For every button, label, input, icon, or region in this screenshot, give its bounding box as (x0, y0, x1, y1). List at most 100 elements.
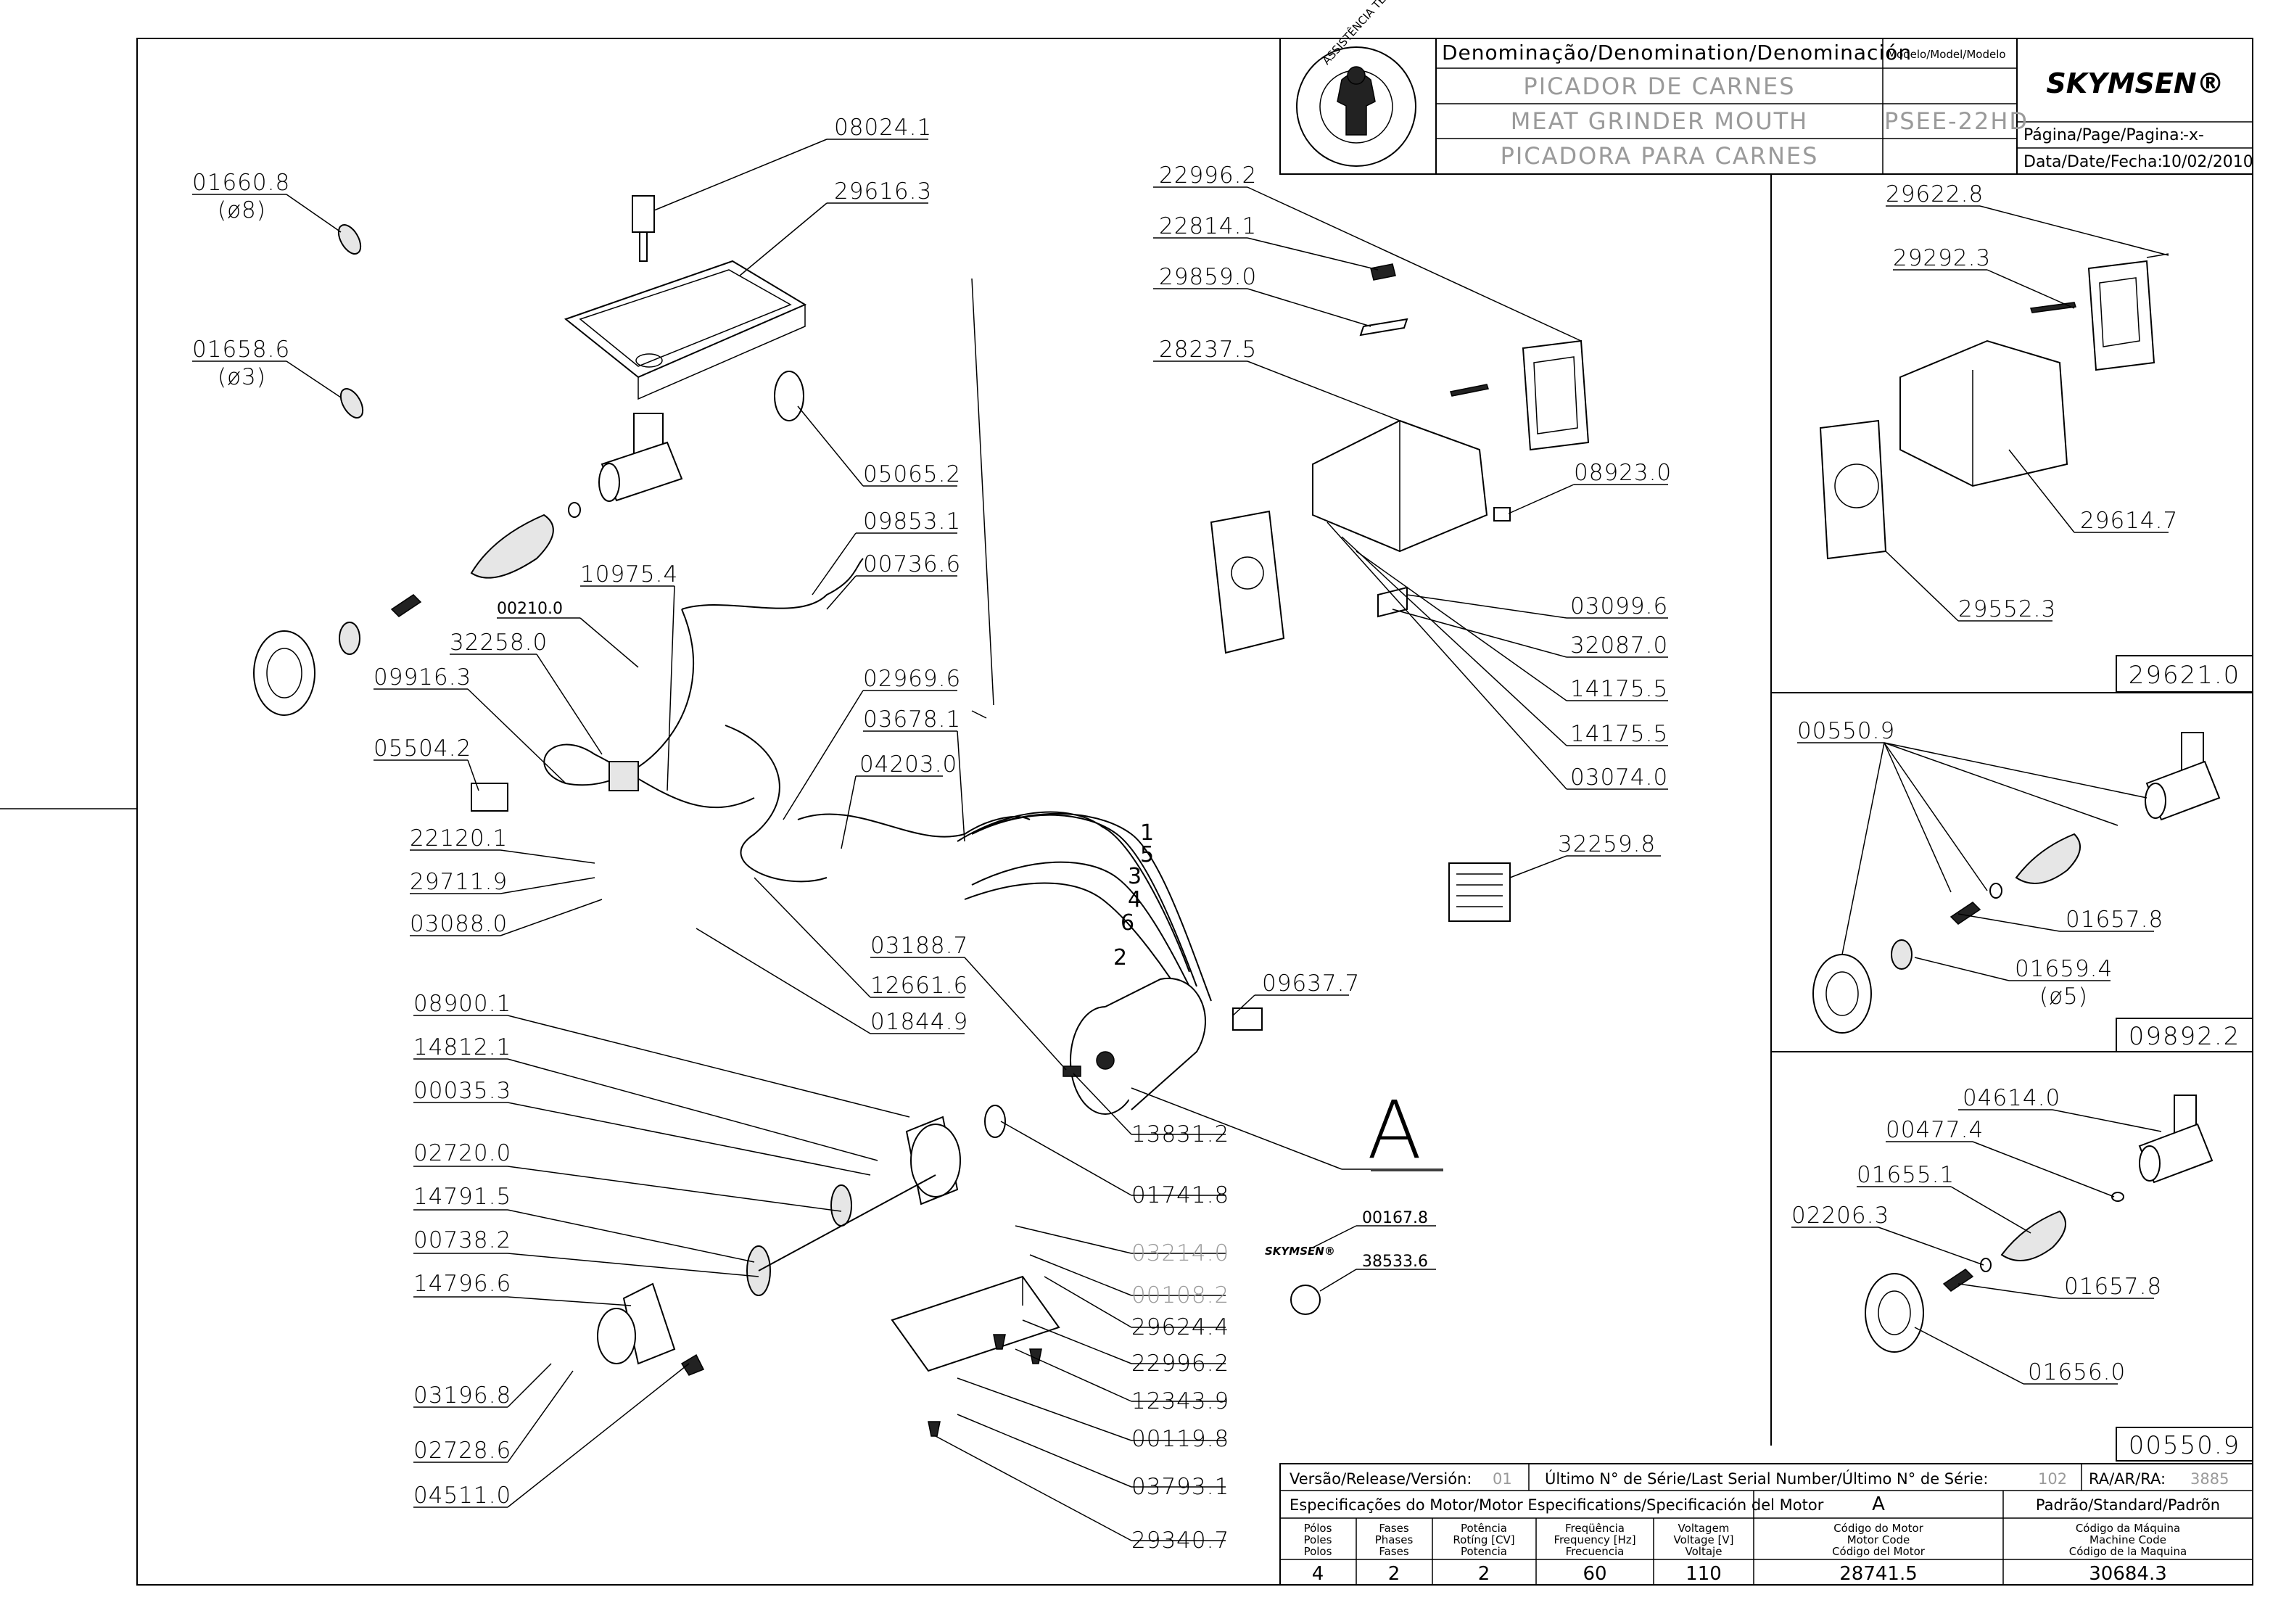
col-poles-h2: Poles (1304, 1533, 1332, 1546)
part-32258-0: 32258.0 (450, 630, 548, 656)
part-01656-0: 01656.0 (2028, 1359, 2126, 1385)
part-29859-0: 29859.0 (1159, 264, 1257, 290)
part-01658-6: 01658.6 (192, 337, 290, 363)
part-03099-6: 03099.6 (1570, 593, 1668, 619)
part-00108-2: 00108.2 (1131, 1282, 1229, 1308)
part-12661-6: 12661.6 (870, 973, 968, 999)
part-14175-5-a: 14175.5 (1570, 676, 1668, 702)
part-29614-7: 29614.7 (2080, 508, 2178, 534)
col-poles-h1: Pólos (1304, 1522, 1332, 1535)
part-12343-9: 12343.9 (1131, 1388, 1229, 1414)
part-14791-5: 14791.5 (413, 1184, 511, 1210)
part-00477-4: 00477.4 (1886, 1117, 1984, 1143)
part-29292-3: 29292.3 (1893, 245, 1991, 271)
part-01660-8: 01660.8 (192, 170, 290, 196)
col-motor-code-h3: Código del Motor (1832, 1545, 1926, 1558)
part-03678-1: 03678.1 (863, 706, 961, 733)
model-value: PSEE-22HD (1884, 107, 2029, 135)
part-00119-8: 00119.8 (1131, 1426, 1229, 1452)
part-03074-0: 03074.0 (1570, 764, 1668, 791)
part-04614-0: 04614.0 (1963, 1085, 2060, 1111)
col-phases-h3: Fases (1379, 1545, 1408, 1558)
part-09637-7: 09637.7 (1262, 970, 1360, 997)
ra-label: RA/AR/RA: (2089, 1470, 2166, 1488)
date-label: Data/Date/Fecha: (2023, 153, 2163, 171)
wire-4: 4 (1128, 887, 1142, 912)
part-10975-4: 10975.4 (580, 561, 678, 588)
part-03214-0: 03214.0 (1131, 1240, 1229, 1266)
kit-code-29621: 29621.0 (2129, 661, 2241, 690)
part-02728-6: 02728.6 (413, 1438, 511, 1464)
brand-logo: SKYMSEN® (2046, 67, 2224, 99)
part-14796-6: 14796.6 (413, 1271, 511, 1297)
col-poles-h3: Polos (1304, 1545, 1332, 1558)
name-pt: PICADOR DE CARNES (1523, 73, 1795, 100)
authorized-service-seal: ASSISTÊNCIA TÉCNICA AUTORIZADA (1296, 0, 1462, 167)
motor-spec-code: A (1872, 1493, 1885, 1515)
ra-value: 3885 (2190, 1470, 2229, 1488)
part-00167-8: 00167.8 (1362, 1209, 1428, 1227)
part-29552-3: 29552.3 (1958, 596, 2056, 622)
motor-spec-label: Especificações do Motor/Motor Especifica… (1290, 1496, 1824, 1514)
col-phases-h1: Fases (1379, 1522, 1408, 1535)
col-motor-code-h1: Código do Motor (1833, 1522, 1923, 1535)
col-power-value: 2 (1478, 1563, 1490, 1585)
part-28237-5: 28237.5 (1159, 337, 1257, 363)
part-01659-4: 01659.4 (2015, 956, 2113, 982)
part-14812-1: 14812.1 (413, 1034, 511, 1060)
wire-6: 6 (1121, 910, 1134, 936)
seal-text: ASSISTÊNCIA TÉCNICA AUTORIZADA (1319, 0, 1462, 67)
denomination-label: Denominação/Denomination/Denominación (1442, 41, 1912, 65)
part-13831-2: 13831.2 (1131, 1121, 1229, 1147)
part-29340-7: 29340.7 (1131, 1528, 1229, 1554)
col-machine-code-h1: Código da Máquina (2076, 1522, 2180, 1535)
part-08900-1: 08900.1 (413, 991, 511, 1017)
part-08024-1: 08024.1 (834, 115, 932, 141)
part-03088-0: 03088.0 (410, 911, 508, 937)
part-01741-8: 01741.8 (1131, 1182, 1229, 1208)
col-motor-code-h2: Motor Code (1847, 1533, 1910, 1546)
col-voltage-h3: Voltaje (1686, 1545, 1722, 1558)
part-03793-1: 03793.1 (1131, 1474, 1229, 1500)
part-32259-8: 32259.8 (1558, 831, 1656, 857)
part-08923-0: 08923.0 (1574, 460, 1672, 486)
diameter-3: (ø3) (218, 364, 266, 390)
col-frequency-value: 60 (1583, 1563, 1606, 1585)
kit-code-09892: 09892.2 (2129, 1022, 2241, 1051)
part-00738-2: 00738.2 (413, 1227, 511, 1253)
part-01657-8-panel2: 01657.8 (2066, 907, 2163, 933)
col-phases-value: 2 (1388, 1563, 1400, 1585)
part-05065-2: 05065.2 (863, 461, 961, 487)
part-01657-8-panel3: 01657.8 (2064, 1274, 2162, 1300)
col-poles-value: 4 (1312, 1563, 1324, 1585)
part-32087-0: 32087.0 (1570, 632, 1668, 659)
version-value: 01 (1493, 1470, 1512, 1488)
date-value: 10/02/2010 (2161, 153, 2253, 171)
wire-1: 1 (1140, 820, 1154, 846)
kit-code-00550: 00550.9 (2129, 1431, 2241, 1460)
part-22996-2-top: 22996.2 (1159, 162, 1257, 189)
serial-value: 102 (2038, 1470, 2067, 1488)
name-en: MEAT GRINDER MOUTH (1511, 107, 1808, 135)
wire-3: 3 (1128, 864, 1142, 889)
part-29624-4: 29624.4 (1131, 1314, 1229, 1340)
part-05504-2: 05504.2 (374, 735, 471, 762)
name-es: PICADORA PARA CARNES (1501, 142, 1819, 170)
standard-label: Padrão/Standard/Padrõn (2036, 1496, 2220, 1514)
col-power-h2: Rotíng [CV] (1453, 1533, 1514, 1546)
col-frequency-h3: Frecuencia (1566, 1545, 1625, 1558)
kit-panel-00550: 04614.0 00477.4 01655.1 02206.3 01657.8 … (1791, 1085, 2253, 1462)
col-frequency-h1: Freqüência (1565, 1522, 1625, 1535)
part-09853-1: 09853.1 (863, 508, 961, 535)
wire-2: 2 (1113, 945, 1127, 970)
parts-drawing: SKYMSEN® (253, 195, 1590, 1437)
col-frequency-h2: Frequency [Hz] (1554, 1533, 1635, 1546)
leaders-main (192, 139, 1668, 1541)
kit-panel-09892: 00550.9 01657.8 01659.4 (ø5) 09892.2 (1797, 718, 2253, 1052)
model-label: Modelo/Model/Modelo (1887, 48, 2006, 61)
col-motor-code-value: 28741.5 (1839, 1563, 1918, 1585)
part-02206-3: 02206.3 (1791, 1203, 1889, 1229)
col-voltage-h2: Voltage [V] (1674, 1533, 1734, 1546)
skymsen-decal: SKYMSEN® (1265, 1245, 1335, 1258)
